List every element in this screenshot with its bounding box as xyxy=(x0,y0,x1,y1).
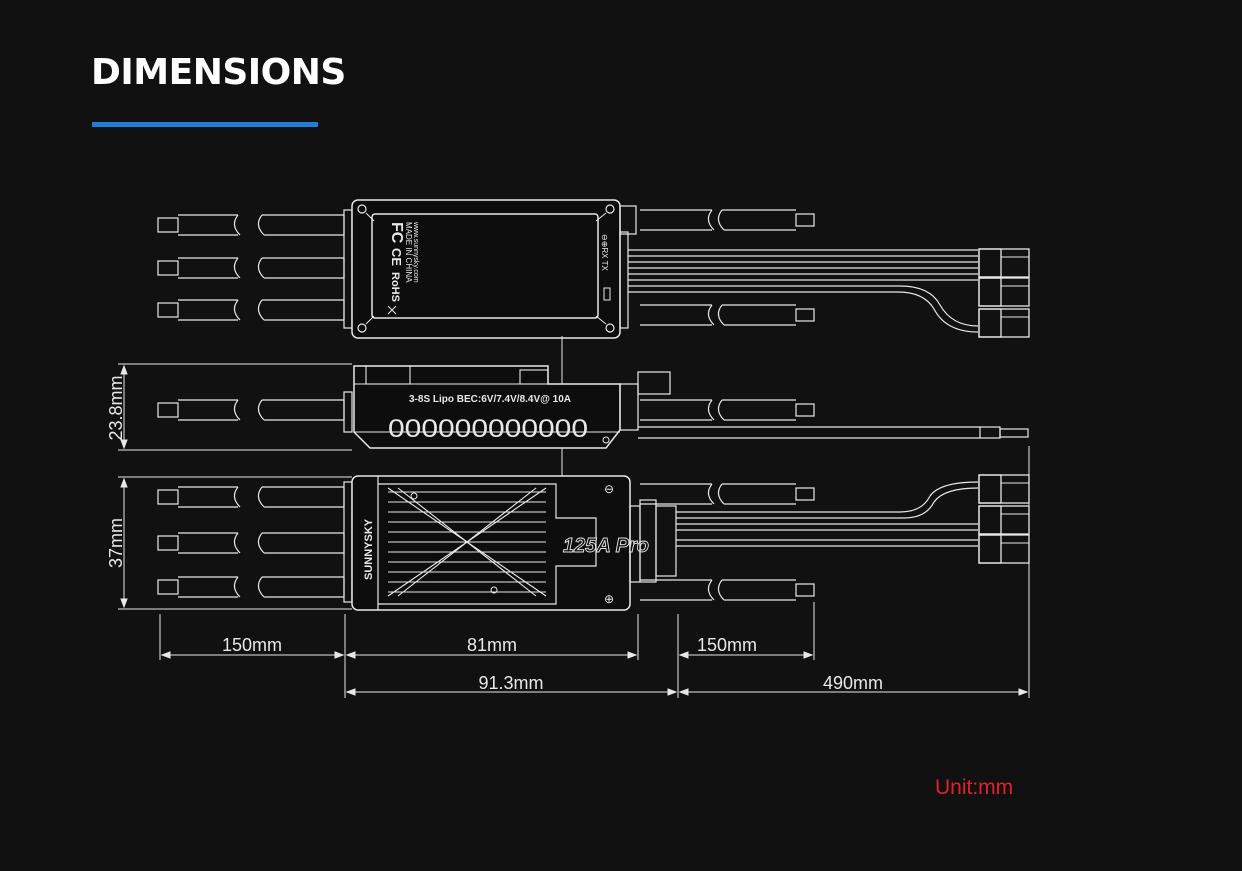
spec-text: 3-8S Lipo BEC:6V/7.4V/8.4V@ 10A xyxy=(409,394,571,405)
dim-height: 23.8mm xyxy=(106,375,126,440)
fc-mark: FC xyxy=(388,222,405,244)
rohs-mark: RoHS xyxy=(389,272,401,302)
website-label: www.sunnysky.com xyxy=(412,221,419,283)
serial-text: 000000000000 xyxy=(388,415,588,443)
bottom-view: SUNNYSKY 125A Pro ⊖ ⊕ xyxy=(157,474,1030,611)
unit-note: Unit:mm xyxy=(935,776,1014,799)
top-view: FC CE RoHS MADE IN CHINA www.sunnysky.co… xyxy=(157,199,1030,339)
dim-width: 37mm xyxy=(106,518,126,568)
made-in-label: MADE IN CHINA xyxy=(404,222,413,283)
plus-sign: ⊕ xyxy=(604,592,614,606)
dim-overall-body: 91.3mm xyxy=(478,673,543,693)
port-label: ⊖⊕RX TX xyxy=(600,234,609,271)
title-underline xyxy=(92,122,318,127)
minus-sign: ⊖ xyxy=(604,482,614,496)
brand-text: SUNNYSKY xyxy=(363,518,375,580)
dim-left-lead: 150mm xyxy=(222,635,282,655)
ce-mark: CE xyxy=(389,248,404,266)
side-view: 3-8S Lipo BEC:6V/7.4V/8.4V@ 10A 00000000… xyxy=(157,365,1029,449)
page-title: DIMENSIONS xyxy=(91,52,346,93)
dim-body-length: 81mm xyxy=(467,635,517,655)
dim-right-lead: 150mm xyxy=(697,635,757,655)
model-text: 125A Pro xyxy=(563,535,649,557)
dim-battery-lead: 490mm xyxy=(823,673,883,693)
dimension-lines xyxy=(118,363,1030,698)
